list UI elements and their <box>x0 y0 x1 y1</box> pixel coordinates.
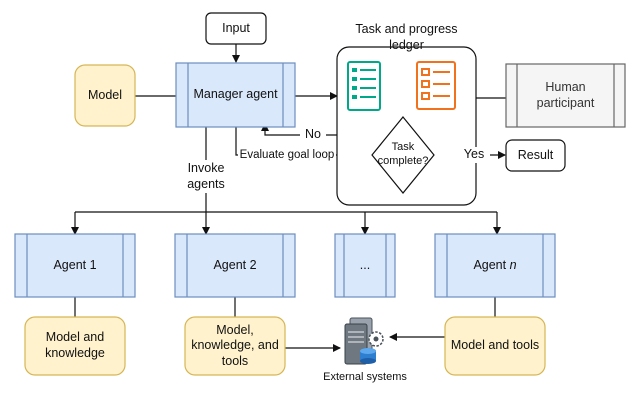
human-participant-box <box>505 63 626 128</box>
result-box <box>505 139 566 172</box>
list-icon <box>416 61 456 110</box>
model-box <box>74 64 136 127</box>
manager-agent-box <box>175 62 296 128</box>
agent-n-box <box>434 233 556 298</box>
agent-1-box <box>14 233 136 298</box>
agent-ellipsis-box <box>334 233 396 298</box>
task-complete-diamond <box>371 116 435 194</box>
checklist-icon <box>347 61 381 111</box>
resource-1-box <box>24 316 126 376</box>
server-database-icon <box>344 317 384 365</box>
resource-n-box <box>444 316 546 376</box>
agent-2-box <box>174 233 296 298</box>
resource-2-box <box>184 316 286 376</box>
input-box <box>205 12 267 45</box>
